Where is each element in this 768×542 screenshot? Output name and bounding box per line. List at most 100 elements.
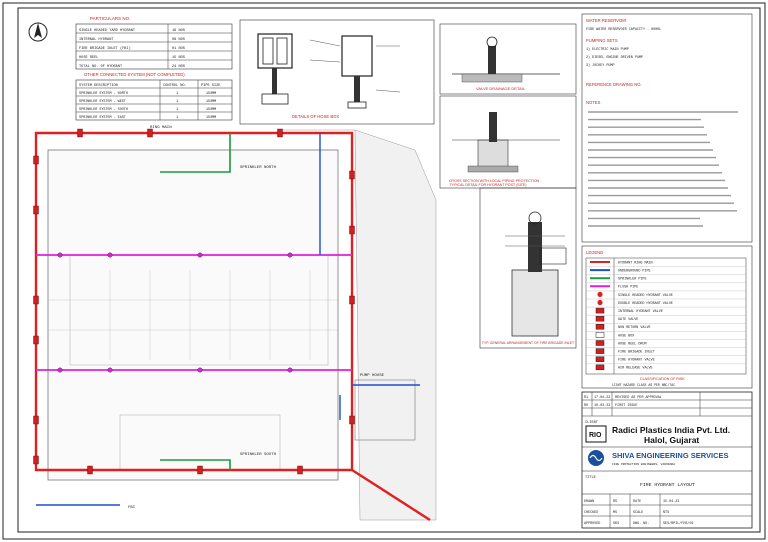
hydrant-row-label: FIRE BRIGADE INLET (FBI) <box>79 46 131 51</box>
hydrant-marker <box>33 155 39 165</box>
drawing-title: FIRE HYDRANT LAYOUT <box>640 482 695 488</box>
client-label: CLIENT <box>585 421 599 425</box>
tb-cell: RS <box>613 500 617 504</box>
legend-label: DOUBLE HEADED HYDRANT VALVE <box>618 302 673 306</box>
hydrant-marker <box>33 415 39 425</box>
legend-symbol <box>595 307 605 314</box>
hydrant-marker <box>349 295 355 305</box>
legend-footer-title: CLASSIFICATION OF RISK <box>640 377 685 381</box>
legend-symbol <box>595 340 605 346</box>
consultant-address: FIRE PROTECTION ENGINEERS, VADODARA <box>612 463 675 466</box>
client-logo <box>585 425 607 443</box>
legend-label: HYDRANT RING MAIN <box>618 261 653 265</box>
client-city: Halol, Gujarat <box>644 435 699 445</box>
pump-line: 1) ELECTRIC MAIN PUMP <box>586 47 629 52</box>
rev-cell: R1 <box>584 396 588 400</box>
sprinkler-cell: 1 <box>176 108 178 112</box>
tb-cell: APPROVED <box>584 522 600 526</box>
sprinkler-cell: SPRINKLER SYSTEM - WEST <box>79 100 126 104</box>
sheet-inner-border <box>17 7 761 533</box>
ref-title: REFERENCE DRAWING NO. <box>586 82 642 87</box>
sprinkler-table-title: OTHER CONNECTED SYSTEM (NOT COMPLETED) <box>84 72 185 77</box>
rev-cell: R0 <box>584 404 588 408</box>
hydrant-table: PARTICULARS NO. SINGLE HEADED YARD HYDRA… <box>75 16 233 70</box>
legend: LEGEND HYDRANT RING MAIN UNDERGROUND PIPE… <box>581 245 753 389</box>
legend-label: NON RETURN VALVE <box>618 326 651 330</box>
hose-box-caption: DETAILS OF HOSE BOX <box>292 114 339 119</box>
tb-cell: NTS <box>663 511 669 515</box>
pump-line: 2) DIESEL ENGINE DRIVEN PUMP <box>586 55 643 60</box>
hydrant-row-value: 15 NOS <box>172 56 185 60</box>
legend-label: UNDERGROUND PIPE <box>618 270 651 274</box>
hydrant-marker <box>33 335 39 345</box>
hydrant-row-label: SINGLE HEADED YARD HYDRANT <box>79 29 136 33</box>
sprinkler-cell: SPRINKLER SYSTEM - NORTH <box>79 92 128 96</box>
sprinkler-cell: SPRINKLER SYSTEM - EAST <box>79 116 126 120</box>
sprinkler-riser-north <box>160 133 231 173</box>
pump-line: 3) JOCKEY PUMP <box>586 63 615 68</box>
rev-cell: REVISED AS PER APPROVAL <box>615 396 662 400</box>
legend-label: FIRE BRIGADE INLET <box>618 351 655 355</box>
hydrant-marker <box>349 415 355 425</box>
hydrant-marker <box>197 465 203 475</box>
client-logo-mark: RIO <box>589 432 602 439</box>
pump-house <box>354 379 416 441</box>
north-arrow-icon <box>28 22 48 42</box>
notes-title: NOTES <box>586 100 601 105</box>
hydrant-marker <box>349 225 355 235</box>
tb-cell: DATE <box>633 500 641 504</box>
internal-hydrant-marker <box>57 252 63 258</box>
typical-caption: TYPICAL DETAIL FOR HYDRANT POST (SITE) <box>449 183 526 187</box>
internal-hydrant-marker <box>57 367 63 373</box>
hydrant-marker <box>147 128 153 138</box>
legend-label: GATE VALVE <box>618 318 638 322</box>
building-outline <box>47 149 339 481</box>
sprinkler-header: CONTROL NO. <box>163 84 187 88</box>
legend-symbol <box>595 356 605 362</box>
drainage-detail: VALVE DRAINAGE DETAIL <box>439 23 577 95</box>
hydrant-row-value: 01 NOS <box>172 47 185 51</box>
legend-symbol <box>597 299 603 306</box>
tb-cell: DRAWN <box>584 500 594 504</box>
ring-main-branch <box>351 468 431 522</box>
legend-label: FIRE HYDRANT VALVE <box>618 359 655 363</box>
pumps-title: PUMPING SETS <box>586 38 618 43</box>
drainage-caption: VALVE DRAINAGE DETAIL <box>476 86 526 91</box>
sprinkler-header: SYSTEM DESCRIPTION <box>79 84 118 88</box>
site-boundary-hatch <box>354 129 437 521</box>
hydrant-row-label: INTERNAL HYDRANT <box>79 38 114 42</box>
sprinkler-cell: 150MM <box>206 116 216 120</box>
consultant-name: SHIVA ENGINEERING SERVICES <box>612 451 729 460</box>
sprinkler-cell: 1 <box>176 116 178 120</box>
legend-title: LEGEND <box>586 250 603 255</box>
sprinkler-cell: 150MM <box>206 108 216 112</box>
sprinkler-cell: 150MM <box>206 100 216 104</box>
sprinkler-cell: 1 <box>176 100 178 104</box>
internal-hydrant-marker <box>197 367 203 373</box>
hydrant-markers <box>33 128 355 475</box>
hydrant-marker <box>77 128 83 138</box>
legend-symbol <box>595 364 605 371</box>
internal-hydrant-marker <box>107 367 113 373</box>
sprinkler-riser-south <box>160 459 231 470</box>
sprinkler-header: PIPE SIZE <box>201 84 220 88</box>
legend-symbol <box>595 324 605 330</box>
notes-lines <box>588 111 738 227</box>
water-title: WATER RESERVOIR <box>586 18 626 23</box>
legend-symbol <box>595 348 605 354</box>
hydrant-marker <box>297 465 303 475</box>
legend-symbol <box>595 332 605 338</box>
hydrant-row-label: HOSE REEL <box>79 56 98 60</box>
anchor-detail: CROSS SECTION WITH LOCAL PIPING PROTECTI… <box>439 95 577 189</box>
tb-cell: DWG. NO. <box>633 522 649 526</box>
notes-column: WATER RESERVOIR FIRE WATER RESERVOIR CAP… <box>581 13 753 243</box>
tb-cell: SCALE <box>633 511 643 515</box>
tb-cell: CHECKED <box>584 511 598 515</box>
legend-footer-text: LIGHT HAZARD CLASS AS PER NBC/TAC <box>612 383 675 387</box>
tb-cell: SES/RPIL/FHS/01 <box>663 521 694 526</box>
sprinkler-cell: 150MM <box>206 92 216 96</box>
legend-label: HOSE BOX <box>618 334 634 338</box>
legend-label: SPRINKLER PIPE <box>618 278 647 282</box>
client-name: Radici Plastics India Pvt. Ltd. <box>612 425 730 435</box>
